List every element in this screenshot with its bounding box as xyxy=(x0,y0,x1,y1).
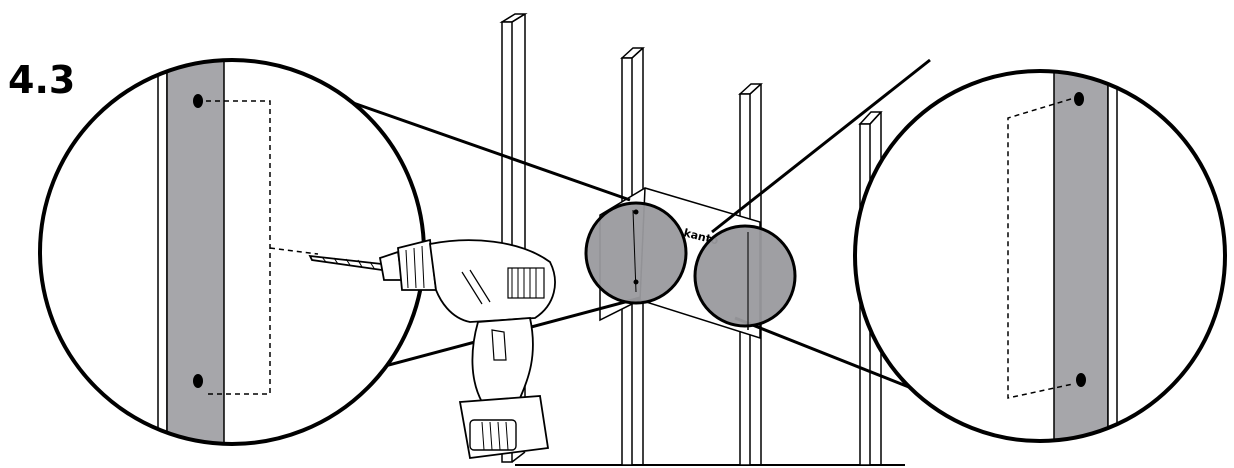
magnifier-left xyxy=(38,58,426,446)
zoom-lens-left xyxy=(584,201,688,305)
pilot-hole-top-right xyxy=(1074,92,1084,106)
battery-icon xyxy=(458,395,550,460)
lens-left-hole-top xyxy=(633,209,639,215)
pilot-hole-top-left xyxy=(193,94,203,108)
pilot-hole-bottom-left xyxy=(193,374,203,388)
drill-icon xyxy=(308,238,556,460)
drill-guide-right xyxy=(1007,98,1074,399)
lens-left-stud-edge xyxy=(632,209,637,293)
lens-left-hole-bottom xyxy=(633,279,639,285)
drill-guide-left xyxy=(206,100,271,395)
pilot-hole-bottom-right xyxy=(1076,373,1086,387)
step-number: 4.3 xyxy=(8,58,76,102)
drill-path-left xyxy=(269,247,319,255)
zoom-line-right-top xyxy=(711,58,931,234)
magnifier-right xyxy=(853,69,1227,443)
zoom-lens-right xyxy=(693,224,797,328)
